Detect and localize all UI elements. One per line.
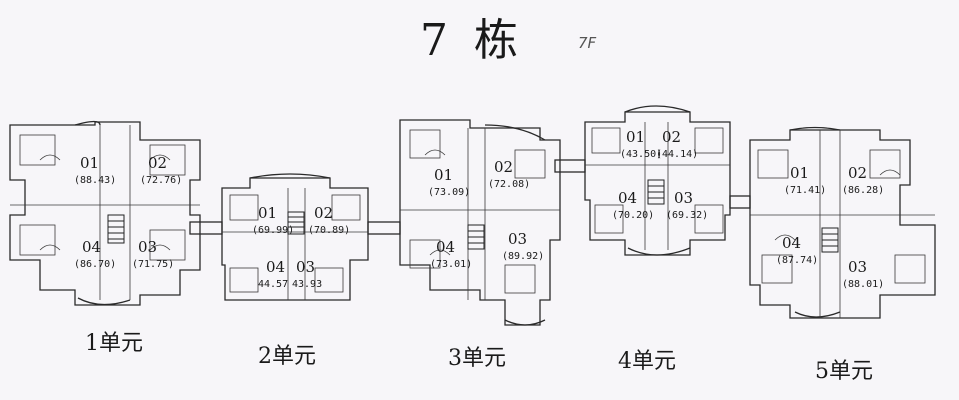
apartment-labels: 01 (88.43) 02 (72.76) 03 (71.75) 04 (86.… [74, 128, 884, 290]
apt-number: 03 [138, 238, 157, 256]
unit-5-plan [749, 126, 936, 319]
apt-number: 03 [508, 230, 527, 248]
unit-label-4: 4单元 [618, 349, 676, 374]
apt-area: (72.76) [140, 175, 182, 186]
apt-number: 01 [258, 204, 277, 222]
floor-note: 7F [578, 34, 597, 52]
apt-number: 02 [314, 204, 333, 222]
apt-number: 04 [782, 234, 801, 252]
apt-area: (73.01) [430, 259, 472, 270]
apt-number: 02 [494, 158, 513, 176]
apt-number: 01 [434, 166, 453, 184]
apt-area: (71.41) [784, 185, 826, 196]
apt-number: 02 [848, 164, 867, 182]
apt-number: 01 [626, 128, 645, 146]
unit-3-plan [399, 119, 561, 326]
apt-number: 02 [662, 128, 681, 146]
apt-area: (71.75) [132, 259, 174, 270]
unit-label-5: 5单元 [815, 359, 873, 384]
unit-label-1: 1单元 [85, 331, 143, 356]
apt-area: (69.32) [666, 210, 708, 221]
apt-area: (44.14) [656, 149, 698, 160]
unit-1-plan [9, 120, 201, 306]
apt-number: 01 [790, 164, 809, 182]
apt-area: (89.92) [502, 251, 544, 262]
apt-area: (69.99) [252, 225, 294, 236]
unit-label-3: 3单元 [448, 346, 506, 371]
apt-number: 02 [148, 154, 167, 172]
apt-area: (88.43) [74, 175, 116, 186]
apt-number: 03 [296, 258, 315, 276]
building-title: 7 栋 [420, 15, 524, 66]
apt-area: (43.50) [620, 149, 662, 160]
apt-area: (70.20) [612, 210, 654, 221]
apt-area: (72.08) [488, 179, 530, 190]
apt-area: (86.70) [74, 259, 116, 270]
apt-area: (87.74) [776, 255, 818, 266]
unit-2-plan [221, 173, 369, 301]
unit-label-2: 2单元 [258, 344, 316, 369]
apt-area: (88.01) [842, 279, 884, 290]
apt-area: 44.57 [258, 279, 288, 290]
apt-number: 03 [674, 189, 693, 207]
apt-number: 03 [848, 258, 867, 276]
apt-number: 01 [80, 154, 99, 172]
apt-area: (70.89) [308, 225, 350, 236]
apt-area: (86.28) [842, 185, 884, 196]
apt-number: 04 [82, 238, 101, 256]
apt-number: 04 [266, 258, 285, 276]
apt-number: 04 [618, 189, 637, 207]
apt-area: (73.09) [428, 187, 470, 198]
unit-4-plan [584, 105, 731, 256]
apt-number: 04 [436, 238, 455, 256]
apt-area: 43.93 [292, 279, 322, 290]
